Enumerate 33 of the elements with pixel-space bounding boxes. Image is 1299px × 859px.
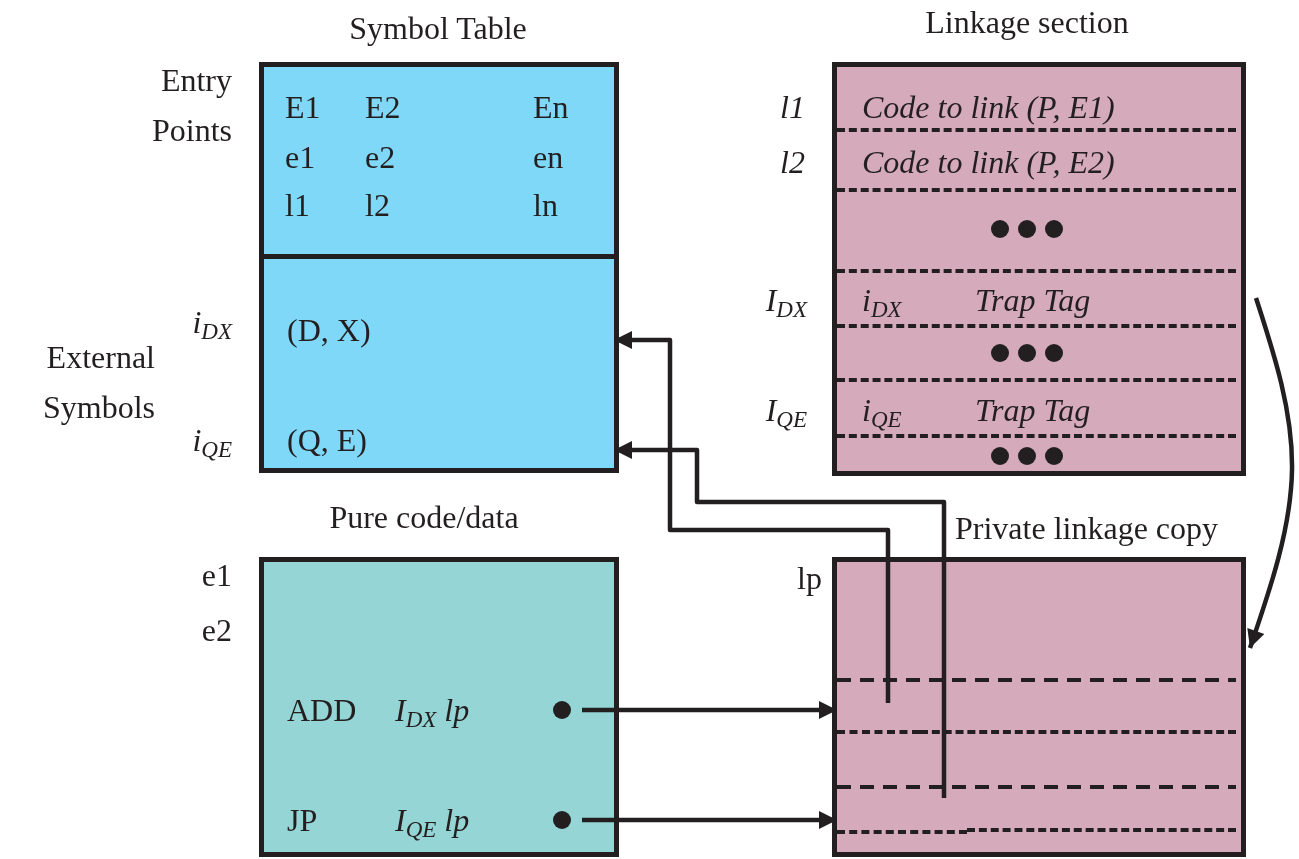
side-label: lp [796,560,822,596]
entry-text: i$_{DX}$ [862,282,903,318]
symbol-entry: (Q, E) [287,422,368,458]
segment-heading: Private linkage copy [955,510,1220,546]
side-label: i$_{DX}$ [191,304,232,340]
entry-symbol: en [533,139,565,175]
side-label: l1 [779,89,805,125]
operand-text: I$_{DX}$ lp [395,692,471,728]
segment-heading: Pure code/data [328,499,520,535]
side-label: External Symbols [41,338,155,427]
side-label: I$_{DX}$ [764,282,807,318]
entry-text: Trap Tag [975,392,1092,428]
segment-heading: Linkage section [924,4,1130,40]
entry-symbol: e2 [365,139,397,175]
side-label: Entry Points [150,61,232,150]
table-heading: Symbol Table [348,10,528,46]
entry-text: Code to link (P, E1) [862,89,1116,125]
entry-symbol: l2 [365,187,391,223]
entry-text: Trap Tag [975,282,1092,318]
entry-symbol: E1 [285,89,322,125]
side-label: l2 [779,144,805,180]
entry-text: Code to link (P, E2) [862,144,1116,180]
entry-symbol: l1 [285,187,311,223]
entry-symbol: En [533,89,570,125]
entry-symbol: ln [533,187,559,223]
arrow [1247,297,1295,649]
side-label: e1 [200,557,232,593]
instruction-text: ADD [287,692,358,728]
instruction-text: JP [287,802,319,838]
entry-symbol: E2 [365,89,402,125]
side-label: e2 [200,612,232,648]
symbol-entry: (D, X) [287,312,372,348]
entry-symbol: e1 [285,139,317,175]
